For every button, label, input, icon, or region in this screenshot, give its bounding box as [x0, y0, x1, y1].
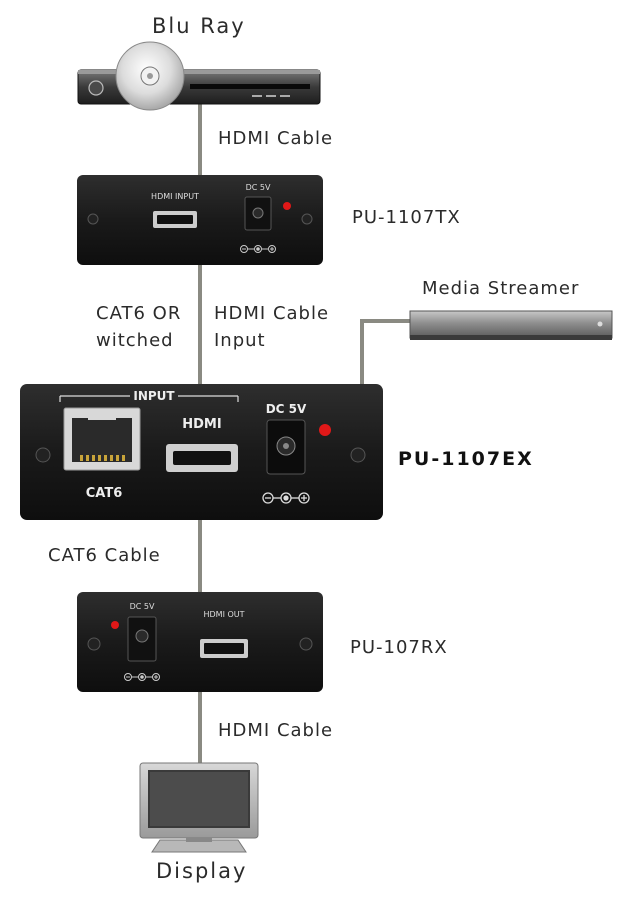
transmitter-device: HDMI INPUT DC 5V — [77, 175, 323, 265]
led-indicator — [111, 621, 119, 629]
cable-label-tx-ex-line1: CAT6 OR — [96, 303, 182, 324]
ex-cat6-port-label: CAT6 — [86, 486, 123, 501]
led-indicator — [283, 202, 291, 210]
cable-label-streamer-ex-line2: Input — [214, 330, 266, 351]
tx-dc-port-label: DC 5V — [246, 183, 271, 192]
status-light-icon — [597, 321, 603, 327]
rx-dc-port-label: DC 5V — [130, 602, 155, 611]
extender-label: PU-1107EX — [398, 448, 534, 470]
streamer-label: Media Streamer — [422, 278, 580, 299]
cables — [198, 100, 410, 768]
cable-label-streamer-ex-line1: HDMI Cable — [214, 303, 330, 324]
disc-slot — [190, 84, 310, 89]
display-device — [139, 762, 259, 853]
media-streamer — [409, 310, 613, 340]
polarity-icon — [124, 673, 160, 681]
cable-label-ex-rx: CAT6 Cable — [48, 545, 161, 566]
extender-device: INPUT CAT6 HDMI DC 5V — [20, 384, 383, 520]
screw-icon — [299, 637, 313, 651]
blu-ray-label: Blu Ray — [152, 14, 246, 38]
screw-icon — [35, 447, 51, 463]
blu-ray-player — [77, 41, 321, 111]
rx-hdmi-port-label: HDMI OUT — [203, 610, 244, 619]
ex-hdmi-port-label: HDMI — [182, 417, 221, 432]
transmitter-label: PU-1107TX — [352, 207, 461, 228]
tx-hdmi-port-label: HDMI INPUT — [151, 192, 199, 201]
receiver-label: PU-107RX — [350, 637, 448, 658]
screw-icon — [301, 213, 313, 225]
screw-icon — [87, 213, 99, 225]
screw-icon — [350, 447, 366, 463]
polarity-icon — [262, 492, 310, 504]
cable-label-rx-display: HDMI Cable — [218, 720, 334, 741]
cable-label-source-tx: HDMI Cable — [218, 128, 334, 149]
ex-dc-port-label: DC 5V — [266, 402, 307, 416]
cable-label-tx-ex-line2: witched — [96, 330, 174, 351]
screw-icon — [87, 637, 101, 651]
display-label: Display — [156, 859, 248, 883]
ex-group-label: INPUT — [133, 389, 175, 403]
polarity-icon — [240, 245, 276, 253]
led-indicator — [319, 424, 331, 436]
cable-streamer-ex — [360, 319, 410, 384]
receiver-device: DC 5V HDMI OUT — [77, 592, 323, 692]
power-button-icon — [88, 80, 104, 96]
